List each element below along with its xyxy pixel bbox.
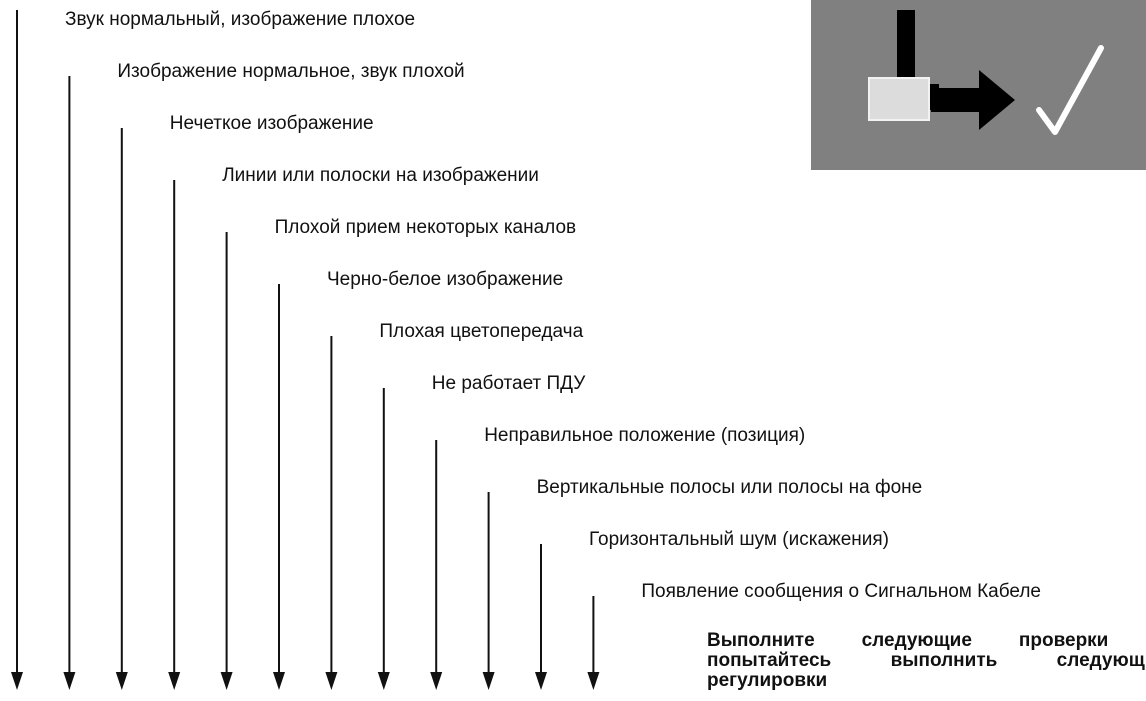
arrow-head-icon-7: [325, 672, 338, 690]
adjust-check-icon: [868, 10, 1104, 135]
arrow-head-icon-5: [220, 672, 233, 690]
symptom-label-10: Вертикальные полосы или полосы на фоне: [536, 477, 923, 498]
adjust-check-icon-panel: [811, 0, 1146, 170]
symptom-label-11: Горизонтальный шум (искажения): [589, 529, 890, 550]
instruction-line-1: Выполните следующие проверки и: [707, 630, 1146, 651]
checkmark-icon: [1036, 45, 1104, 135]
symptom-label-9: Неправильное положение (позиция): [484, 425, 806, 446]
symptom-label-7: Плохая цветопередача: [379, 321, 584, 342]
symptom-label-8: Не работает ПДУ: [431, 373, 586, 394]
arrow-head-icon-12: [587, 672, 600, 690]
instruction-line-2: попытайтесь выполнить следующие: [707, 650, 1146, 671]
symptom-label-12: Появление сообщения о Сигнальном Кабеле: [641, 581, 1042, 602]
symptom-label-2: Изображение нормальное, звук плохой: [117, 61, 465, 82]
arrow-head-icon-3: [115, 672, 128, 690]
symptom-label-5: Плохой прием некоторых каналов: [274, 217, 577, 238]
symptom-label-6: Черно-белое изображение: [327, 269, 564, 290]
arrow-head-icon-1: [11, 672, 23, 690]
arrow-head-icon-4: [168, 672, 181, 690]
arrow-head-icon-9: [430, 672, 443, 690]
symptom-label-1: Звук нормальный, изображение плохое: [65, 9, 416, 30]
arrow-head-icon-6: [273, 672, 285, 690]
symptom-label-4: Линии или полоски на изображении: [222, 165, 539, 186]
arrow-head-icon-10: [482, 672, 495, 690]
arrow-head-icon-2: [63, 672, 76, 690]
arrow-right-icon: [931, 70, 1015, 130]
symptom-label-3: Нечеткое изображение: [169, 113, 374, 134]
arrow-head-icon-11: [535, 672, 547, 690]
vertical-bar: [897, 10, 915, 86]
arrow-head-icon-8: [377, 672, 390, 690]
instruction-text: Выполните следующие проверки и попытайте…: [707, 631, 1146, 691]
instruction-line-3: регулировки: [707, 670, 828, 691]
knob: [868, 77, 930, 121]
